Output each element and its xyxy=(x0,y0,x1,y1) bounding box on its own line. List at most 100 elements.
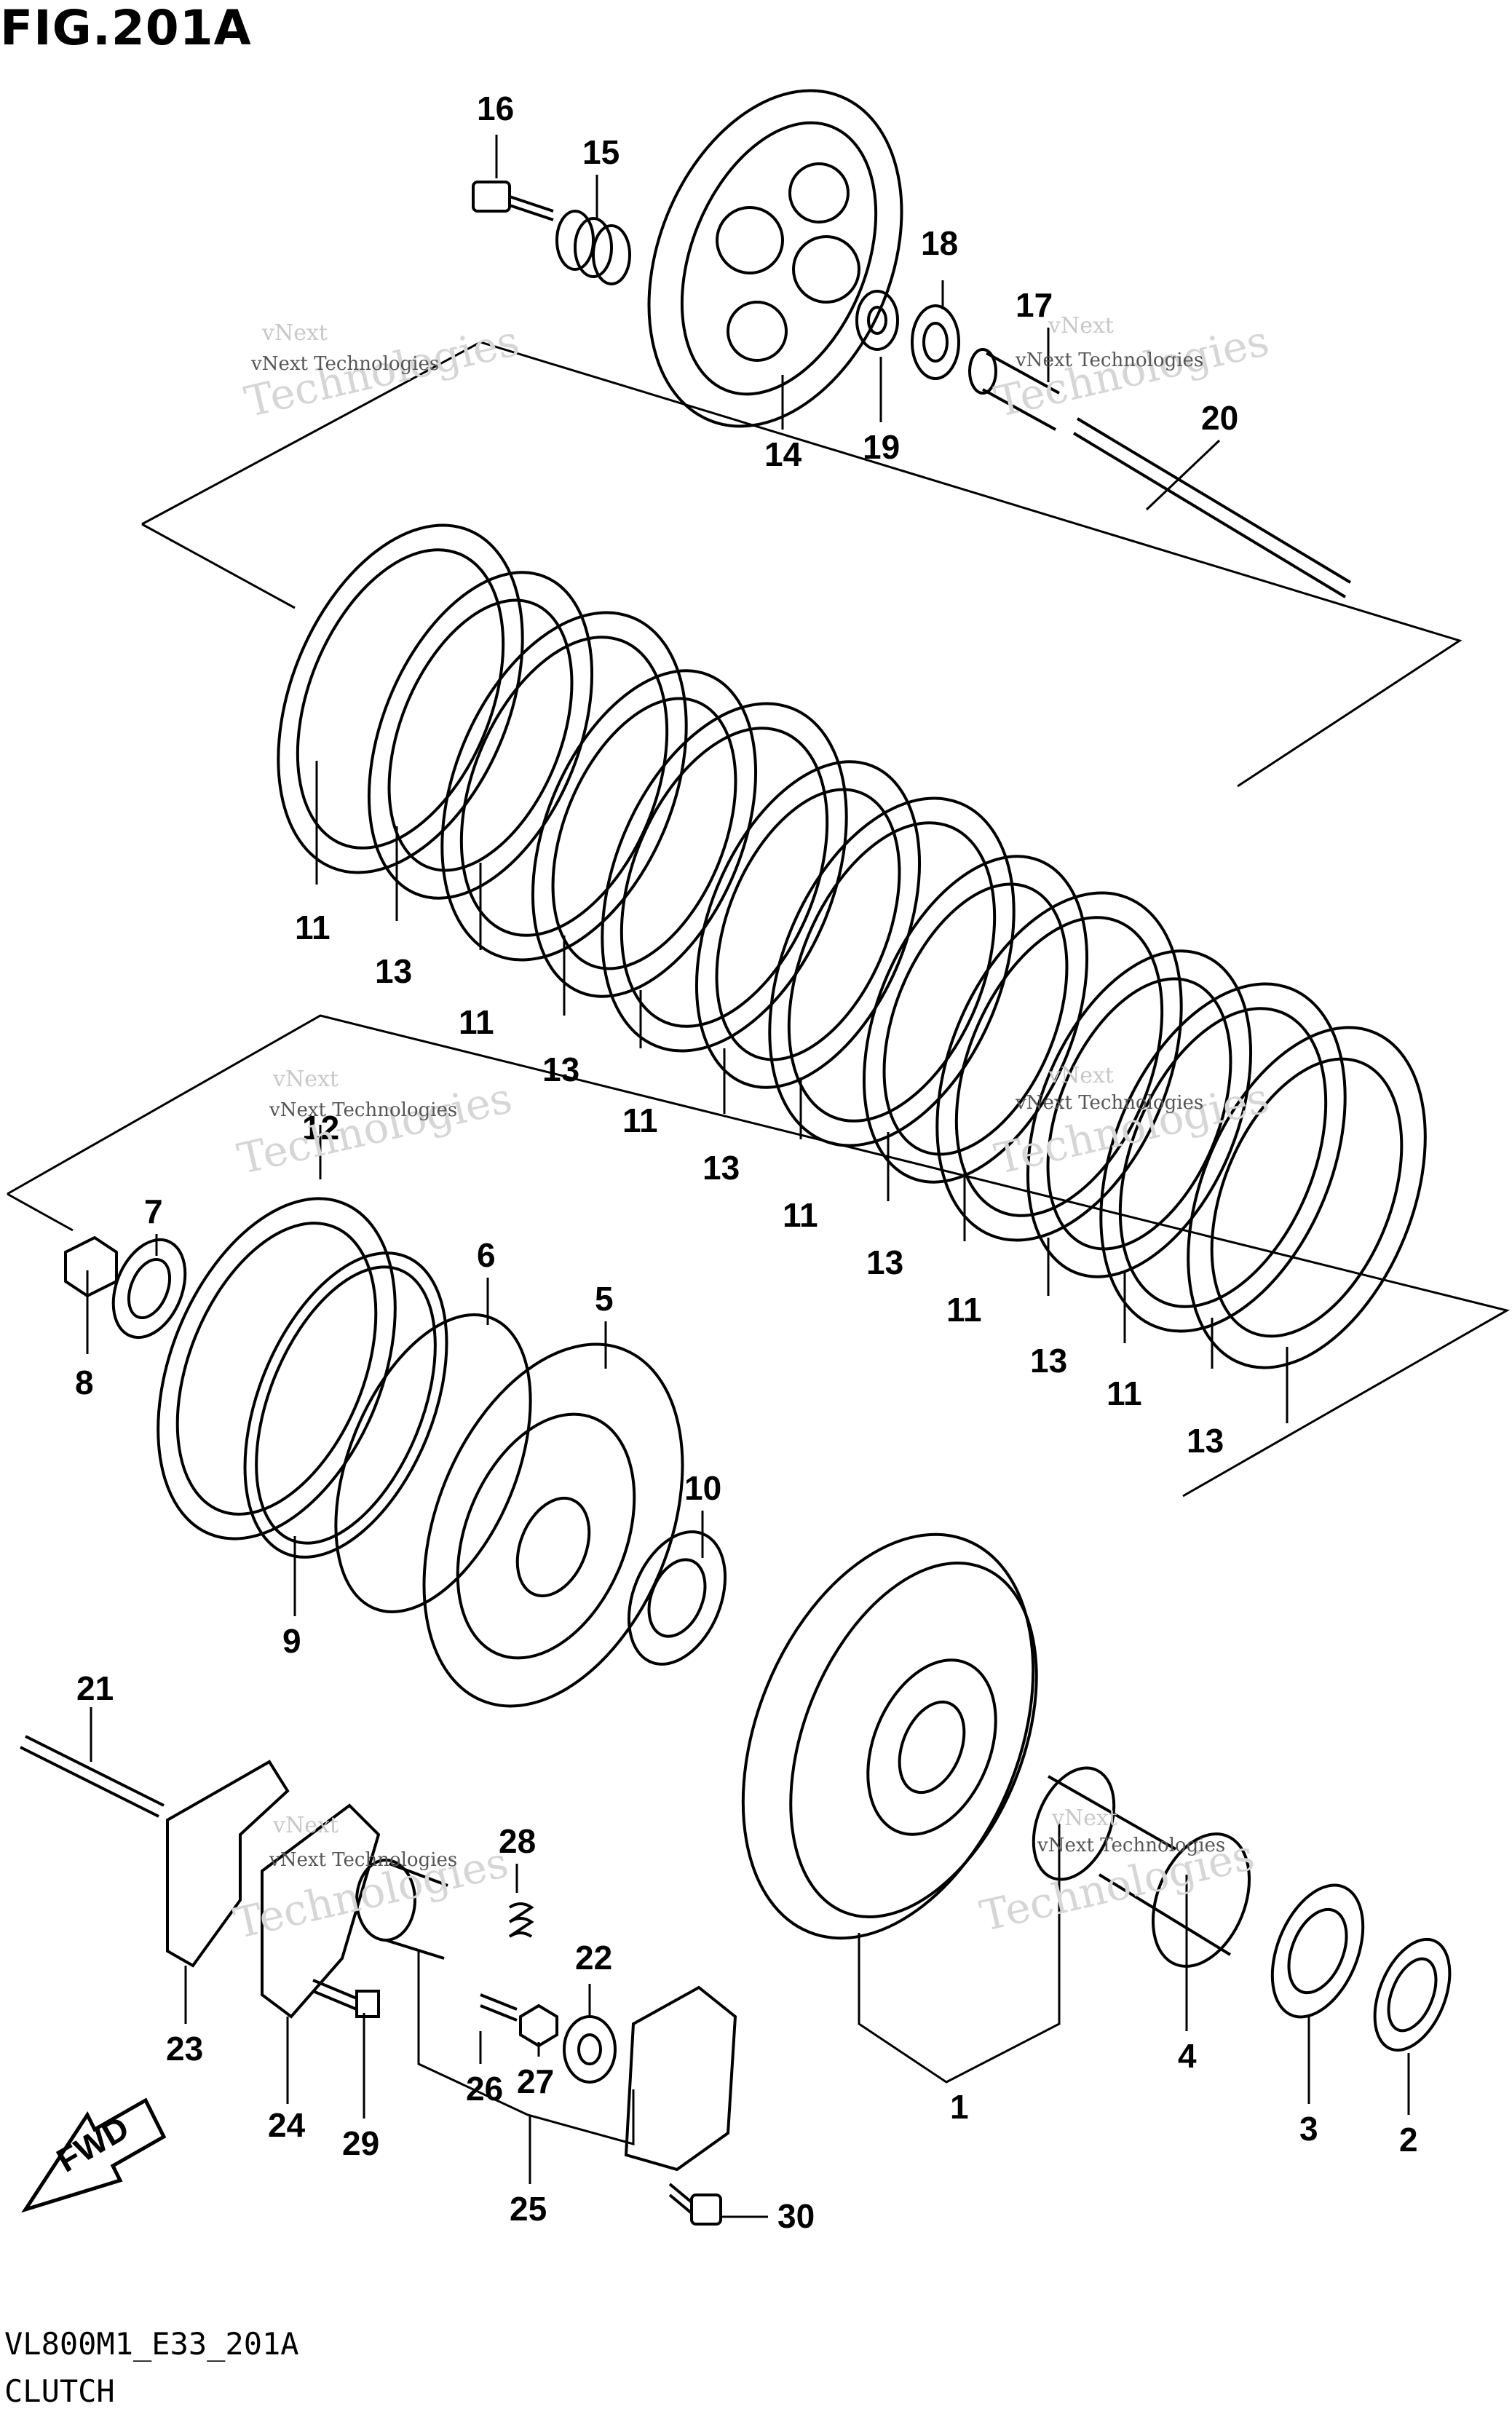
watermark-text: vNext xyxy=(1052,1805,1117,1831)
label-19: 19 xyxy=(863,428,900,466)
release-bracket-23 xyxy=(166,1760,290,1968)
label-22: 22 xyxy=(575,1939,612,1977)
label-4: 4 xyxy=(1178,2037,1197,2075)
oil-seal-2 xyxy=(1373,1937,1452,2052)
drive-plate xyxy=(601,702,848,1053)
label-21: 21 xyxy=(76,1669,114,1707)
label-29: 29 xyxy=(342,2124,379,2162)
watermark-text: vNext Technologies xyxy=(1037,1835,1226,1856)
driven-plate xyxy=(1026,949,1253,1278)
thrust-washer-19 xyxy=(855,290,899,351)
watermark-text: vNext Technologies xyxy=(1016,1092,1204,1114)
label-14: 14 xyxy=(764,435,802,473)
needle-bearing-4 xyxy=(1032,1766,1251,1968)
release-camshaft xyxy=(355,1859,448,1960)
label-12: 12 xyxy=(302,1109,339,1147)
driven-plate xyxy=(862,855,1089,1184)
label-11: 11 xyxy=(1107,1374,1142,1412)
figure-name: CLUTCH xyxy=(4,2373,115,2409)
drive-plate xyxy=(1099,982,1347,1333)
sleeve-hub-5 xyxy=(422,1342,684,1708)
label-9: 9 xyxy=(282,1622,301,1660)
leader-lines xyxy=(86,135,1410,2218)
driven-plate xyxy=(1187,1026,1427,1369)
adjust-screw-26 xyxy=(480,1993,518,2022)
label-15: 15 xyxy=(582,133,620,171)
drive-plate xyxy=(277,523,524,874)
watermark-text: vNext xyxy=(1048,313,1114,339)
label-8: 8 xyxy=(75,1364,94,1401)
label-13: 13 xyxy=(702,1149,740,1187)
label-10: 10 xyxy=(684,1469,721,1507)
label-7: 7 xyxy=(144,1192,163,1230)
push-piece-17 xyxy=(968,348,1060,431)
watermark-text: vNext xyxy=(1048,1063,1114,1088)
label-27: 27 xyxy=(517,2062,554,2100)
label-28: 28 xyxy=(499,1822,536,1860)
upper-frame-left xyxy=(141,523,296,609)
bolt-29 xyxy=(312,1979,380,2018)
watermark-text: vNext xyxy=(273,1067,339,1092)
fwd-arrow-icon: FWD xyxy=(21,2097,167,2213)
upper-frame-line xyxy=(141,341,1462,788)
driven-plate xyxy=(694,760,922,1089)
watermark-text: vNext xyxy=(262,320,328,346)
primary-driven-gear-1 xyxy=(741,1532,1038,1940)
watermark-text: vNext Technologies xyxy=(251,353,440,375)
driven-plate xyxy=(367,571,594,900)
label-11: 11 xyxy=(946,1291,982,1329)
label-17: 17 xyxy=(1016,286,1053,324)
thrust-washer-10 xyxy=(627,1530,727,1666)
thrust-bearing-18 xyxy=(911,304,960,380)
drive-plate xyxy=(768,796,1016,1147)
spring-seat-6 xyxy=(334,1313,532,1613)
release-pin-21 xyxy=(20,1735,165,1818)
watermark-text: vNext Technologies xyxy=(269,1849,458,1871)
label-13: 13 xyxy=(542,1051,579,1088)
spring-washer-9 xyxy=(243,1251,448,1559)
oil-seal-22 xyxy=(563,2015,617,2084)
label-6: 6 xyxy=(477,1236,496,1274)
drive-plate xyxy=(935,891,1183,1242)
label-26: 26 xyxy=(466,2070,503,2108)
release-cover xyxy=(624,1985,737,2172)
label-18: 18 xyxy=(921,224,958,262)
gasket-24 xyxy=(261,1803,381,2019)
clutch-spring xyxy=(555,210,631,285)
label-11: 11 xyxy=(295,909,330,946)
figure-code: VL800M1_E33_201A xyxy=(4,2326,299,2362)
clutch-plate-stack xyxy=(277,523,1427,1369)
label-23: 23 xyxy=(166,2030,203,2068)
label-11: 11 xyxy=(459,1003,494,1041)
label-11: 11 xyxy=(783,1196,818,1234)
label-13: 13 xyxy=(1030,1342,1067,1380)
label-16: 16 xyxy=(477,90,514,127)
lock-nut-8 xyxy=(64,1235,118,1298)
label-13: 13 xyxy=(375,952,412,990)
washer-7 xyxy=(111,1238,187,1340)
label-30: 30 xyxy=(777,2197,815,2235)
push-rod-20 xyxy=(1072,417,1352,598)
spacer-3 xyxy=(1270,1883,1365,2019)
label-2: 2 xyxy=(1399,2121,1418,2159)
label-13: 13 xyxy=(866,1243,903,1281)
label-11: 11 xyxy=(622,1101,658,1139)
bolt-30 xyxy=(668,2183,722,2226)
lower-frame-line xyxy=(7,1014,1510,1498)
label-5: 5 xyxy=(595,1280,614,1318)
figure-title: FIG.201A xyxy=(0,0,252,56)
label-3: 3 xyxy=(1299,2110,1318,2148)
pressure-plate xyxy=(647,89,903,428)
label-25: 25 xyxy=(510,2190,547,2228)
label-24: 24 xyxy=(268,2106,306,2144)
pressure-bolt xyxy=(472,181,554,221)
lower-frame-left xyxy=(7,1192,74,1232)
label-13: 13 xyxy=(1187,1422,1224,1460)
part-labels: 16 15 14 19 18 17 20 11 13 11 13 11 13 1… xyxy=(75,90,1418,2235)
watermark-text: vNext xyxy=(273,1813,339,1838)
watermark-text: vNext Technologies xyxy=(1016,349,1204,371)
driven-plate xyxy=(531,669,758,998)
drive-plate xyxy=(440,611,688,962)
nut-27 xyxy=(519,2003,558,2048)
